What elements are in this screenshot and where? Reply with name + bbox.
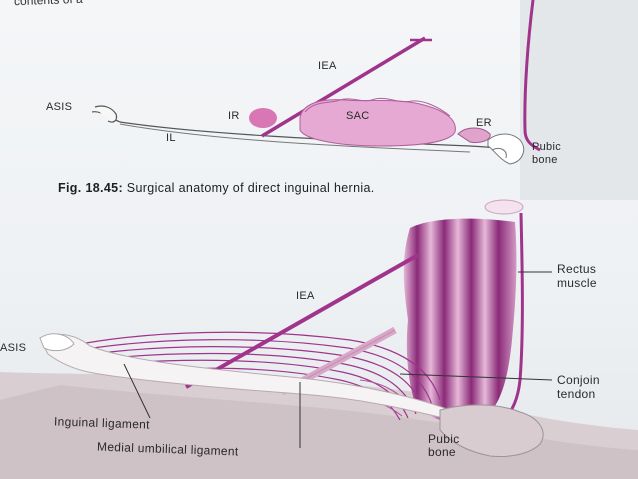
figure2-label-rectus-line1: Rectus	[557, 262, 597, 276]
figure2-label-conjoint-line1: Conjoin	[557, 373, 600, 387]
figure1-caption-prefix: Fig. 18.45:	[58, 181, 123, 195]
figure1-pubic-tubercle	[491, 147, 507, 159]
figure2-leader-inguinal	[123, 363, 151, 419]
figure1-asis-hook	[94, 105, 118, 123]
figure2-leader-conjoint	[399, 373, 553, 381]
figure2-iea-vessel	[185, 253, 419, 389]
figure1-label-asis: ASIS	[46, 101, 73, 113]
figure2-label-asis: ASIS	[0, 342, 27, 354]
figure2-label-conjoint-line2: tendon	[557, 387, 596, 401]
figure1-external-ring	[457, 127, 491, 143]
figure1-hernia-sac	[299, 99, 456, 147]
figure1-label-ir: IR	[228, 110, 240, 122]
figure1-sac-ridge	[304, 97, 451, 117]
figure1-internal-ring	[249, 108, 277, 128]
figure1-label-er: ER	[476, 117, 492, 129]
figure1-caption-text: Surgical anatomy of direct inguinal hern…	[122, 181, 375, 195]
figure1-label-sac: SAC	[346, 110, 370, 122]
figure1-label-pubic-line1: Pubic	[532, 141, 562, 153]
figure1-inguinal-ligament-lower	[119, 123, 471, 153]
figure2-asis-tip	[39, 333, 75, 352]
figure2-rectus-muscle	[403, 218, 517, 424]
figure1-right-shadow	[520, 0, 638, 200]
figure1-iea-vessel	[261, 36, 426, 138]
figure2-label-iea: IEA	[296, 290, 315, 302]
figure2-rectus-top	[484, 199, 524, 215]
figure2-label-pubic-line1: Pubic	[428, 432, 460, 446]
figure1-pubic-bone	[487, 133, 525, 165]
figure1-label-il: IL	[166, 132, 176, 144]
figure2-label-rectus-muscle: Rectus muscle	[557, 262, 597, 290]
figure2-vertical-vessel	[503, 212, 524, 421]
figure1-vertical-vessel	[523, 0, 541, 152]
figure2-label-conjoint-tendon: Conjoin tendon	[557, 373, 600, 401]
figure1-label-pubic-bone: Pubic bone	[532, 141, 561, 167]
figure2-label-rectus-line2: muscle	[557, 276, 597, 290]
figure1-caption: Fig. 18.45: Surgical anatomy of direct i…	[58, 181, 375, 195]
figure1-label-iea: IEA	[318, 60, 337, 72]
figure2-label-pubic-line2: bone	[428, 445, 456, 459]
figure2-pubic-bone	[439, 404, 544, 457]
figure2-abdominal-wall-shade-2	[0, 385, 638, 479]
figure2-label-pubic-bone: Pubic bone	[428, 433, 460, 459]
figure1-label-pubic-line2: bone	[532, 154, 558, 166]
